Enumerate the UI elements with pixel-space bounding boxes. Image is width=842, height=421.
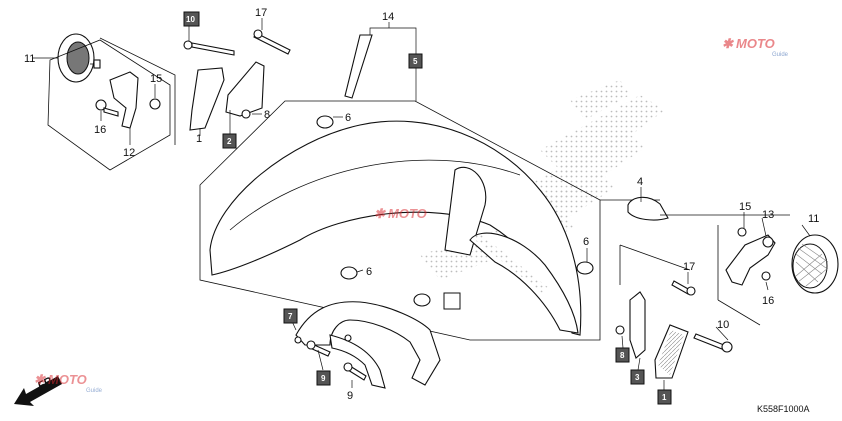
hose-clip bbox=[627, 196, 669, 221]
svg-text:✱: ✱ bbox=[374, 206, 386, 221]
reflector-left bbox=[57, 33, 101, 83]
watermark-bottom-left: ✱ MOTO Guide bbox=[34, 372, 103, 394]
callout-1-top: 1 bbox=[196, 133, 202, 145]
box-callout-9: 9 bbox=[316, 370, 331, 386]
svg-text:MOTO: MOTO bbox=[388, 206, 427, 221]
callout-15-right: 15 bbox=[739, 201, 751, 213]
brace-bolts bbox=[306, 340, 367, 381]
box-callout-3: 3 bbox=[630, 369, 645, 385]
callout-14: 14 bbox=[382, 11, 394, 23]
callout-12: 12 bbox=[123, 147, 135, 159]
svg-text:10: 10 bbox=[186, 15, 195, 24]
svg-text:9: 9 bbox=[321, 374, 326, 383]
watermark-center: ✱ MOTO bbox=[374, 206, 427, 221]
box-callout-7: 7 bbox=[283, 308, 298, 324]
callout-6-top: 6 bbox=[345, 112, 351, 124]
trim-strip bbox=[344, 34, 373, 99]
upper-bracket-group bbox=[183, 29, 291, 131]
screw-right bbox=[671, 280, 696, 296]
box-callout-5: 5 bbox=[408, 53, 423, 69]
callout-10-right: 10 bbox=[717, 319, 729, 331]
callout-9-bottom: 9 bbox=[347, 390, 353, 402]
callout-6-right: 6 bbox=[583, 236, 589, 248]
callout-17-top: 17 bbox=[255, 7, 267, 19]
callout-16-right: 16 bbox=[762, 295, 774, 307]
svg-text:✱: ✱ bbox=[722, 36, 734, 51]
callout-11-left: 11 bbox=[24, 53, 35, 65]
svg-text:Guide: Guide bbox=[772, 52, 789, 58]
bracket-left bbox=[95, 71, 161, 129]
callout-labels: 11 15 16 12 17 1 8 6 14 6 4 6 17 15 13 1… bbox=[24, 7, 819, 402]
svg-text:7: 7 bbox=[288, 312, 293, 321]
svg-text:5: 5 bbox=[413, 57, 418, 66]
blank-square bbox=[443, 292, 461, 310]
svg-text:Guide: Guide bbox=[86, 388, 103, 394]
reflector-right-group bbox=[619, 214, 839, 326]
callout-17-right: 17 bbox=[683, 261, 695, 273]
left-zone-outline bbox=[47, 37, 176, 171]
callout-11-right: 11 bbox=[808, 213, 819, 225]
box-callout-2: 2 bbox=[222, 133, 237, 149]
callout-15-left: 15 bbox=[150, 73, 162, 85]
fender-brace bbox=[294, 301, 441, 389]
bracket-right-lower bbox=[615, 291, 733, 379]
grommets bbox=[316, 115, 594, 310]
svg-text:✱: ✱ bbox=[34, 372, 46, 387]
svg-text:3: 3 bbox=[635, 373, 640, 382]
svg-text:MOTO: MOTO bbox=[48, 372, 87, 387]
leader-lines bbox=[33, 18, 811, 390]
diagram-code: K558F1000A bbox=[757, 404, 810, 414]
front-fender bbox=[209, 120, 582, 336]
watermark-top-right: ✱ MOTO Guide bbox=[722, 36, 789, 58]
callout-6-left: 6 bbox=[366, 266, 372, 278]
svg-text:1: 1 bbox=[662, 393, 667, 402]
callout-16-left: 16 bbox=[94, 124, 106, 136]
callout-8-top: 8 bbox=[264, 109, 270, 121]
box-callout-10: 10 bbox=[183, 11, 200, 27]
boxed-callouts: 10 2 5 7 9 8 3 1 bbox=[183, 11, 672, 405]
callout-13: 13 bbox=[762, 209, 774, 221]
box-callout-8: 8 bbox=[615, 347, 630, 363]
svg-text:8: 8 bbox=[620, 351, 625, 360]
front-direction-arrow: FR. bbox=[14, 374, 62, 406]
svg-text:2: 2 bbox=[227, 137, 232, 146]
box-callout-1: 1 bbox=[657, 389, 672, 405]
callout-4: 4 bbox=[637, 176, 643, 188]
svg-text:MOTO: MOTO bbox=[736, 36, 775, 51]
